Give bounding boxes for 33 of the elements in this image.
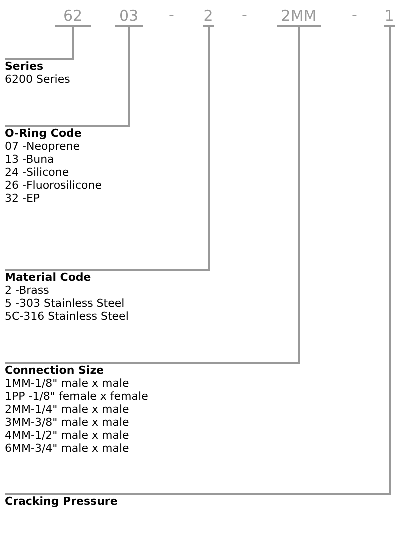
leader-line xyxy=(5,27,130,127)
separator-dash: - xyxy=(352,6,358,24)
section-heading: Series xyxy=(5,60,44,73)
option-text: 24 -Silicone xyxy=(5,166,70,179)
option-text: 6200 Series xyxy=(5,73,70,86)
separator-dash: - xyxy=(169,6,174,24)
option-text: 1MM-1/8" male x male xyxy=(5,377,130,390)
option-text: 5 -303 Stainless Steel xyxy=(5,297,125,310)
code-segment: 62 xyxy=(55,7,91,27)
option-text: 32 -EP xyxy=(5,192,40,205)
option-text: 1PP -1/8" female x female xyxy=(5,390,148,403)
option-text: 2 -Brass xyxy=(5,284,50,297)
leader-line xyxy=(5,27,210,271)
section-heading: O-Ring Code xyxy=(5,127,82,140)
section-heading: Material Code xyxy=(5,271,92,284)
option-text: 3MM-3/8" male x male xyxy=(5,416,130,429)
code-segment: 2 xyxy=(203,7,214,27)
code-segment: 2MM xyxy=(277,7,321,27)
leader-line xyxy=(5,27,391,495)
leader-line xyxy=(5,27,74,60)
option-text: 07 -Neoprene xyxy=(5,140,80,153)
separator-dash: - xyxy=(242,6,248,24)
code-segment: 1 xyxy=(384,7,395,27)
option-text: 6MM-3/4" male x male xyxy=(5,442,130,455)
option-text: 5C-316 Stainless Steel xyxy=(5,310,129,323)
option-text: 26 -Fluorosilicone xyxy=(5,179,102,192)
option-text: 4MM-1/2" male x male xyxy=(5,429,130,442)
option-text: 2MM-1/4" male x male xyxy=(5,403,130,416)
leader-line xyxy=(5,27,300,364)
section-heading: Connection Size xyxy=(5,364,104,377)
section-heading: Cracking Pressure xyxy=(5,495,118,508)
code-segment: 03 xyxy=(115,7,143,27)
option-text: 13 -Buna xyxy=(5,153,54,166)
